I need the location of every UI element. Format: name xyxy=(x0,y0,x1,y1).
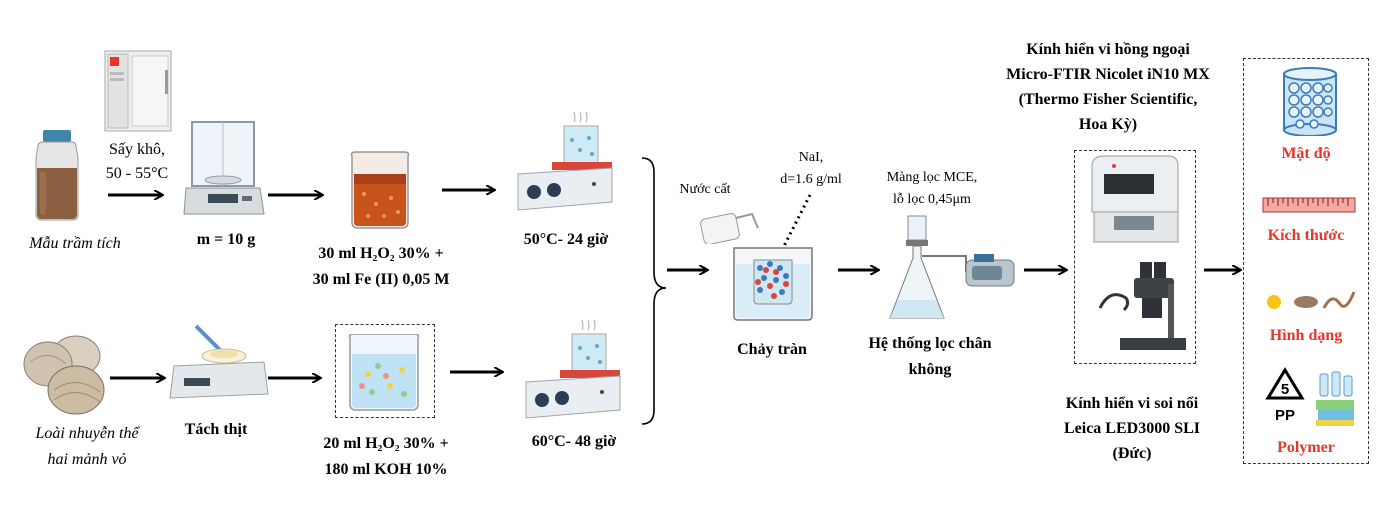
pore-size-label: lỗ lọc 0,45μm xyxy=(893,192,971,207)
sediment-jar-icon xyxy=(35,130,79,221)
row1-incubation-label: 50°C- 24 giờ xyxy=(523,231,609,248)
vacuum-system-line2: không xyxy=(908,361,952,378)
stereo-line2: Leica LED3000 SLI xyxy=(1063,420,1200,437)
density-separation-beaker-icon xyxy=(733,247,813,321)
polymer-label: Polymer xyxy=(1277,439,1335,456)
shape-icon xyxy=(1267,291,1356,309)
sediment-sample-label: Mẫu trầm tích xyxy=(29,235,121,252)
density-label: Mật độ xyxy=(1281,145,1331,162)
drying-oven-icon xyxy=(104,50,172,132)
recycle-code: PP xyxy=(1275,407,1295,424)
merge-brace xyxy=(641,157,667,425)
row2-incubation-label: 60°C- 48 giờ xyxy=(531,433,617,450)
nai-pointer xyxy=(780,194,812,251)
sample-weight-label: m = 10 g xyxy=(196,231,256,248)
drying-step-label: Sấy khô, xyxy=(109,141,165,158)
bivalve-sample-line2: hai mảnh vỏ xyxy=(47,451,127,468)
ftir-microscope-icon xyxy=(1091,155,1179,243)
vacuum-filtration-icon xyxy=(889,215,1015,319)
drying-temp-label: 50 - 55°C xyxy=(105,165,169,182)
digestion-beaker-icon xyxy=(350,151,410,229)
row1-reagent-line1: 30 ml H₂O₂ 30% + xyxy=(318,245,444,262)
tissue-balance-icon xyxy=(169,324,269,399)
recycle-number: 5 xyxy=(1281,381,1289,398)
bivalve-clam-icon xyxy=(23,335,105,415)
distilled-water-label: Nước cất xyxy=(679,182,731,197)
ftir-line2: Micro-FTIR Nicolet iN10 MX xyxy=(1006,66,1210,83)
row2-reagent-line2: 180 ml KOH 10% xyxy=(324,461,448,478)
shape-label: Hình dạng xyxy=(1269,327,1343,344)
nai-label: NaI, xyxy=(798,150,824,165)
row1-reagent-line2: 30 ml Fe (II) 0,05 M xyxy=(312,271,450,288)
nai-density-label: d=1.6 g/ml xyxy=(780,172,842,187)
ftir-line1: Kính hiển vi hồng ngoại xyxy=(1026,41,1190,58)
density-icon xyxy=(1283,67,1337,136)
bivalve-sample-line1: Loài nhuyễn thể xyxy=(35,425,139,442)
ftir-line4: Hoa Kỳ) xyxy=(1078,116,1138,133)
recycle-pp-icon: 5 PP xyxy=(1265,367,1305,424)
outputs-frame xyxy=(1243,58,1369,464)
microscopes-frame xyxy=(1074,150,1196,364)
membrane-label: Màng lọc MCE, xyxy=(886,170,978,185)
tissue-separation-label: Tách thịt xyxy=(184,421,248,438)
hotplate-stirrer-icon xyxy=(517,111,613,211)
ruler-icon xyxy=(1262,197,1356,213)
row2-reagent-line1: 20 ml H₂O₂ 30% + xyxy=(323,435,449,452)
vacuum-system-line1: Hệ thống lọc chân xyxy=(868,335,992,352)
wash-bottle-icon xyxy=(700,212,759,244)
size-label: Kích thước xyxy=(1267,227,1345,244)
stereo-microscope-icon xyxy=(1098,262,1186,350)
analytical-balance-icon xyxy=(183,121,265,215)
plastic-products-icon xyxy=(1316,371,1354,426)
stereo-line1: Kính hiển vi soi nổi xyxy=(1065,395,1199,412)
stereo-line3: (Đức) xyxy=(1112,445,1152,462)
hotplate-stirrer-icon-2 xyxy=(525,319,621,419)
koh-beaker-frame xyxy=(335,324,435,418)
ftir-line3: (Thermo Fisher Scientific, xyxy=(1018,91,1198,108)
koh-beaker-icon xyxy=(348,334,420,411)
overflow-label: Chảy tràn xyxy=(737,341,807,358)
